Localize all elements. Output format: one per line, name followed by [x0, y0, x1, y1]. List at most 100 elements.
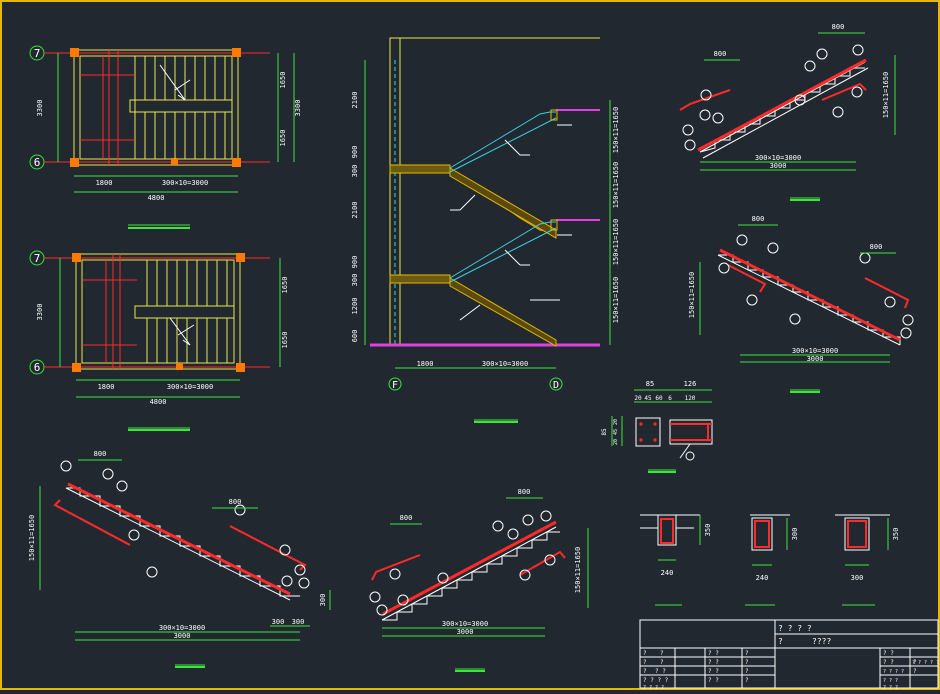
beam-dim-sub-1: 20 [634, 395, 642, 402]
plan-lower: 7 6 [29, 250, 289, 429]
title-block-left-4: ? [660, 659, 664, 666]
flight-a-dim-top: 800 [714, 50, 727, 58]
section-dim-bottom-1: 1800 [417, 360, 434, 368]
title-block-right2-2: ? [913, 668, 917, 675]
axis-label-7b: 7 [34, 252, 41, 265]
flight-a-dim-bottom-1: 300×10=3000 [755, 154, 801, 162]
flight-a-dim-side: 150×11=1650 [882, 72, 890, 118]
title-block-left-3: ? [643, 659, 647, 666]
section-dim-bottom-2: 300×10=3000 [482, 360, 528, 368]
section-dim-left-2: 900 [351, 146, 359, 159]
section-dim-left-7: 1200 [351, 298, 359, 315]
title-block-right-1: ? ? [883, 650, 894, 657]
axis-label-6: 6 [34, 156, 41, 169]
plan-upper-dim-left: 3300 [36, 100, 44, 117]
title-block-text: ? ? ? ? ? ???? ? ? ? ? ? ? ? ? ? ? ? ? ?… [643, 624, 939, 691]
beam-dim-top-1: 85 [646, 380, 654, 388]
title-block-mid-4: ? ? [708, 677, 719, 684]
axis-label-6b: 6 [34, 361, 41, 374]
flight-a-dim-top-2: 800 [832, 23, 845, 31]
section-dim-right-4: 150×11=1650 [612, 277, 620, 323]
plan-lower-dim-right-2: 1650 [281, 332, 289, 349]
title-block-left-2: ? [660, 650, 664, 657]
plan-lower-dim-bottom-2: 300×10=3000 [167, 383, 213, 391]
section-1-height: 350 [704, 524, 712, 537]
flight-b-dim-bottom-total: 3000 [807, 355, 824, 363]
section-dim-left-4: 2100 [351, 202, 359, 219]
title-block-right-2: ? ? [883, 659, 894, 666]
plan-lower-dim-right-1: 1650 [281, 277, 289, 294]
flight-d-dim-bottom-total: 3000 [457, 628, 474, 636]
section-dim-left-8: 600 [351, 330, 359, 343]
flight-b-dim-top: 800 [752, 215, 765, 223]
axis-label-d: D [553, 380, 559, 391]
plan-upper-dim-bottom-2: 300×10=3000 [162, 179, 208, 187]
title-block-mid-3: ? ? [708, 668, 719, 675]
section-dim-left-5: 900 [351, 256, 359, 269]
plan-upper: 7 6 [29, 45, 302, 226]
section-3-height: 350 [892, 528, 900, 541]
beam-detail: 85 126 20 45 60 6 120 85 20 45 20 [601, 380, 713, 471]
plan-lower-dim-bottom-1: 1800 [98, 383, 115, 391]
section-2-width: 240 [756, 574, 769, 582]
axis-bubble-f [388, 377, 402, 391]
section-dim-left-6: 300 [351, 274, 359, 287]
title-block-mid-1: ? ? [708, 650, 719, 657]
title-block-left-6: ? ? [655, 668, 666, 675]
axis-label-f: F [392, 380, 398, 391]
flight-c-dim-small-2: 300 [272, 618, 285, 626]
stair-section: 2100 900 300 2100 900 300 1200 600 150×1… [351, 37, 620, 421]
flight-b-dim-bottom-1: 300×10=3000 [792, 347, 838, 355]
title-block-right-5: ? ? ? [883, 685, 898, 690]
beam-dim-left: 85 [601, 428, 608, 436]
plan-upper-dim-bottom-1: 1800 [96, 179, 113, 187]
flight-b-dim-side: 150×11=1650 [688, 272, 696, 318]
flight-c-dim-small-3: 300 [292, 618, 305, 626]
flight-c-dim-bottom-total: 3000 [174, 632, 191, 640]
title-block-title-2: ? [778, 637, 783, 646]
flight-a-dim-bottom-total: 3000 [770, 162, 787, 170]
flight-c-dim-top-2: 800 [229, 498, 242, 506]
section-1-width: 240 [661, 569, 674, 577]
title-block-mid2-1: ? [745, 650, 749, 657]
flight-d-dim-top: 800 [400, 514, 413, 522]
flight-c-dim-small-1: 300 [319, 594, 327, 607]
title-block-mid2-2: ? [745, 659, 749, 666]
flight-b-dim-top-2: 800 [870, 243, 883, 251]
title-block-mid-2: ? ? [708, 659, 719, 666]
title-block-title-3: ???? [812, 637, 831, 646]
title-block-left-1: ? [643, 650, 647, 657]
flight-detail-a: 800 800 150×11=1650 300×10=3000 3000 [679, 23, 896, 199]
small-sections: 350 240 300 240 350 300 [640, 514, 900, 606]
title-block-left-8: ? ? ? ? [643, 685, 664, 690]
section-dim-right-1: 150×11=1650 [612, 107, 620, 153]
beam-dim-left-sub-3: 20 [613, 439, 619, 445]
section-dim-left-3: 300 [351, 165, 359, 178]
flight-c-dim-bottom-1: 300×10=3000 [159, 624, 205, 632]
beam-dim-sub-3: 60 [655, 395, 663, 402]
beam-dim-sub-4: 6 [668, 395, 672, 402]
beam-dim-sub-2: 45 [644, 395, 652, 402]
title-block-right2-3: ? ? ? ? ? [912, 660, 939, 666]
title-block-right2-1: ? [913, 659, 917, 666]
beam-dim-left-sub-1: 20 [613, 419, 619, 425]
caption-lines [128, 199, 820, 672]
plan-upper-dim-right-2: 1650 [279, 130, 287, 147]
title-block-mid2-4: ? [745, 677, 749, 684]
section-dim-right-2: 150×11=1650 [612, 162, 620, 208]
title-block [639, 619, 939, 689]
flight-detail-b: 800 800 150×11=1650 300×10=3000 3000 [688, 215, 914, 391]
section-3-width: 300 [851, 574, 864, 582]
axis-bubble-d [549, 377, 563, 391]
title-block-left-7: ? ? ? ? [643, 677, 669, 684]
plan-upper-dim-right-total: 3300 [294, 100, 302, 117]
plan-lower-dim-bottom-total: 4800 [150, 398, 167, 406]
title-block-right-3: ? ? ? ? [883, 669, 904, 675]
flight-c-dim-side: 150×11=1650 [28, 515, 36, 561]
section-dim-left-1: 2100 [351, 92, 359, 109]
flight-detail-c: 800 800 150×11=1650 300×10=3000 3000 300… [28, 450, 331, 666]
title-block-left-5: ? [643, 668, 647, 675]
